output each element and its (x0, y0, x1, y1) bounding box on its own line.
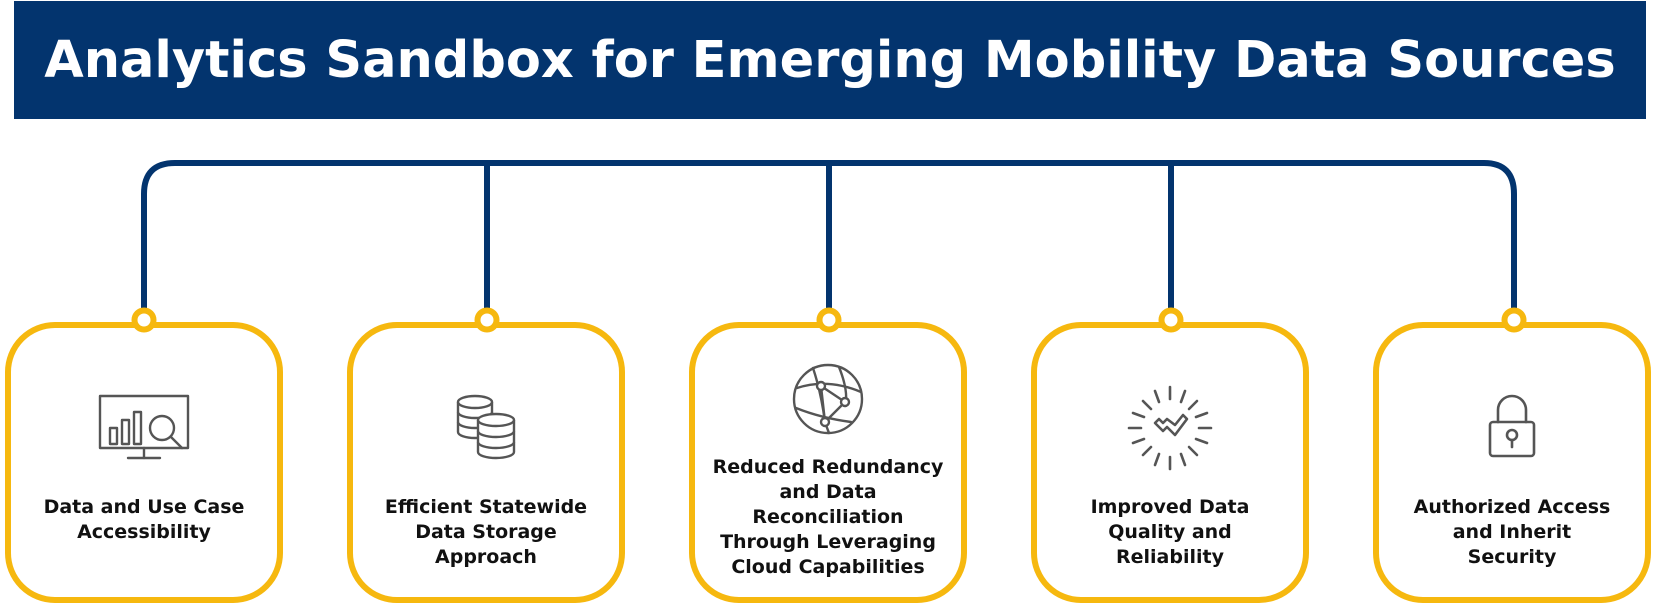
connector-node (474, 307, 500, 333)
card-label: Reduced Redundancy and Data Reconciliati… (712, 456, 944, 578)
card-label: Efficient Statewide Data Storage Approac… (384, 496, 588, 568)
quality-badge-check-icon (1127, 385, 1213, 471)
network-globe-icon (792, 363, 864, 435)
title-banner: Analytics Sandbox for Emerging Mobility … (14, 1, 1646, 119)
card-authorized-access: Authorized Access and Inherit Security (1373, 322, 1651, 603)
card-data-accessibility: Data and Use Case Accessibility (5, 322, 283, 603)
connector-node (816, 307, 842, 333)
connector-node (131, 307, 157, 333)
presentation-chart-search-icon (98, 394, 190, 460)
card-label: Authorized Access and Inherit Security (1413, 496, 1611, 568)
page-title: Analytics Sandbox for Emerging Mobility … (44, 30, 1616, 90)
connector-node (1158, 307, 1184, 333)
card-reduced-redundancy: Reduced Redundancy and Data Reconciliati… (689, 322, 967, 603)
connector-node (1501, 307, 1527, 333)
card-label: Improved Data Quality and Reliability (1090, 496, 1250, 568)
padlock-icon (1488, 394, 1536, 458)
database-icon (456, 394, 516, 460)
card-label: Data and Use Case Accessibility (43, 496, 245, 543)
